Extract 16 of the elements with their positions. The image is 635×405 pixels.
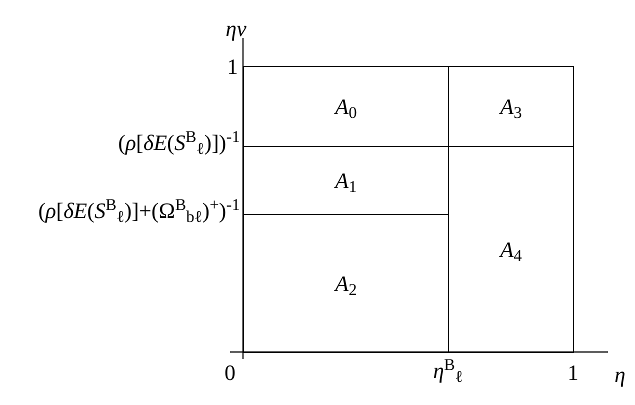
axis-label: 0 [224,362,236,384]
region-label: A$_{4}$ [500,238,522,260]
region-label: A$_{0}$ [335,96,357,118]
region-label: A$_{3}$ [500,96,522,118]
region-box [448,66,574,147]
region-box [448,146,574,353]
axis-label: (ρ[δE(S$^{B}$$_{ℓ}$)])$^{-1}$ [118,132,240,154]
axis-label: η [614,364,626,386]
axis-label: 1 [568,362,578,384]
axis-label: (ρ[δE(S$^{B}$$_{ℓ}$)]+(Ω$^{B}$$_{bℓ}$)$^{+}$)$^{-1}$ [38,200,240,222]
region-label: A$_{2}$ [335,272,357,294]
region-label: A$_{1}$ [335,170,357,192]
region-box [243,66,449,147]
region-box [243,214,449,353]
axis-label: 1 [227,56,238,78]
axis-label: ην [226,18,246,40]
